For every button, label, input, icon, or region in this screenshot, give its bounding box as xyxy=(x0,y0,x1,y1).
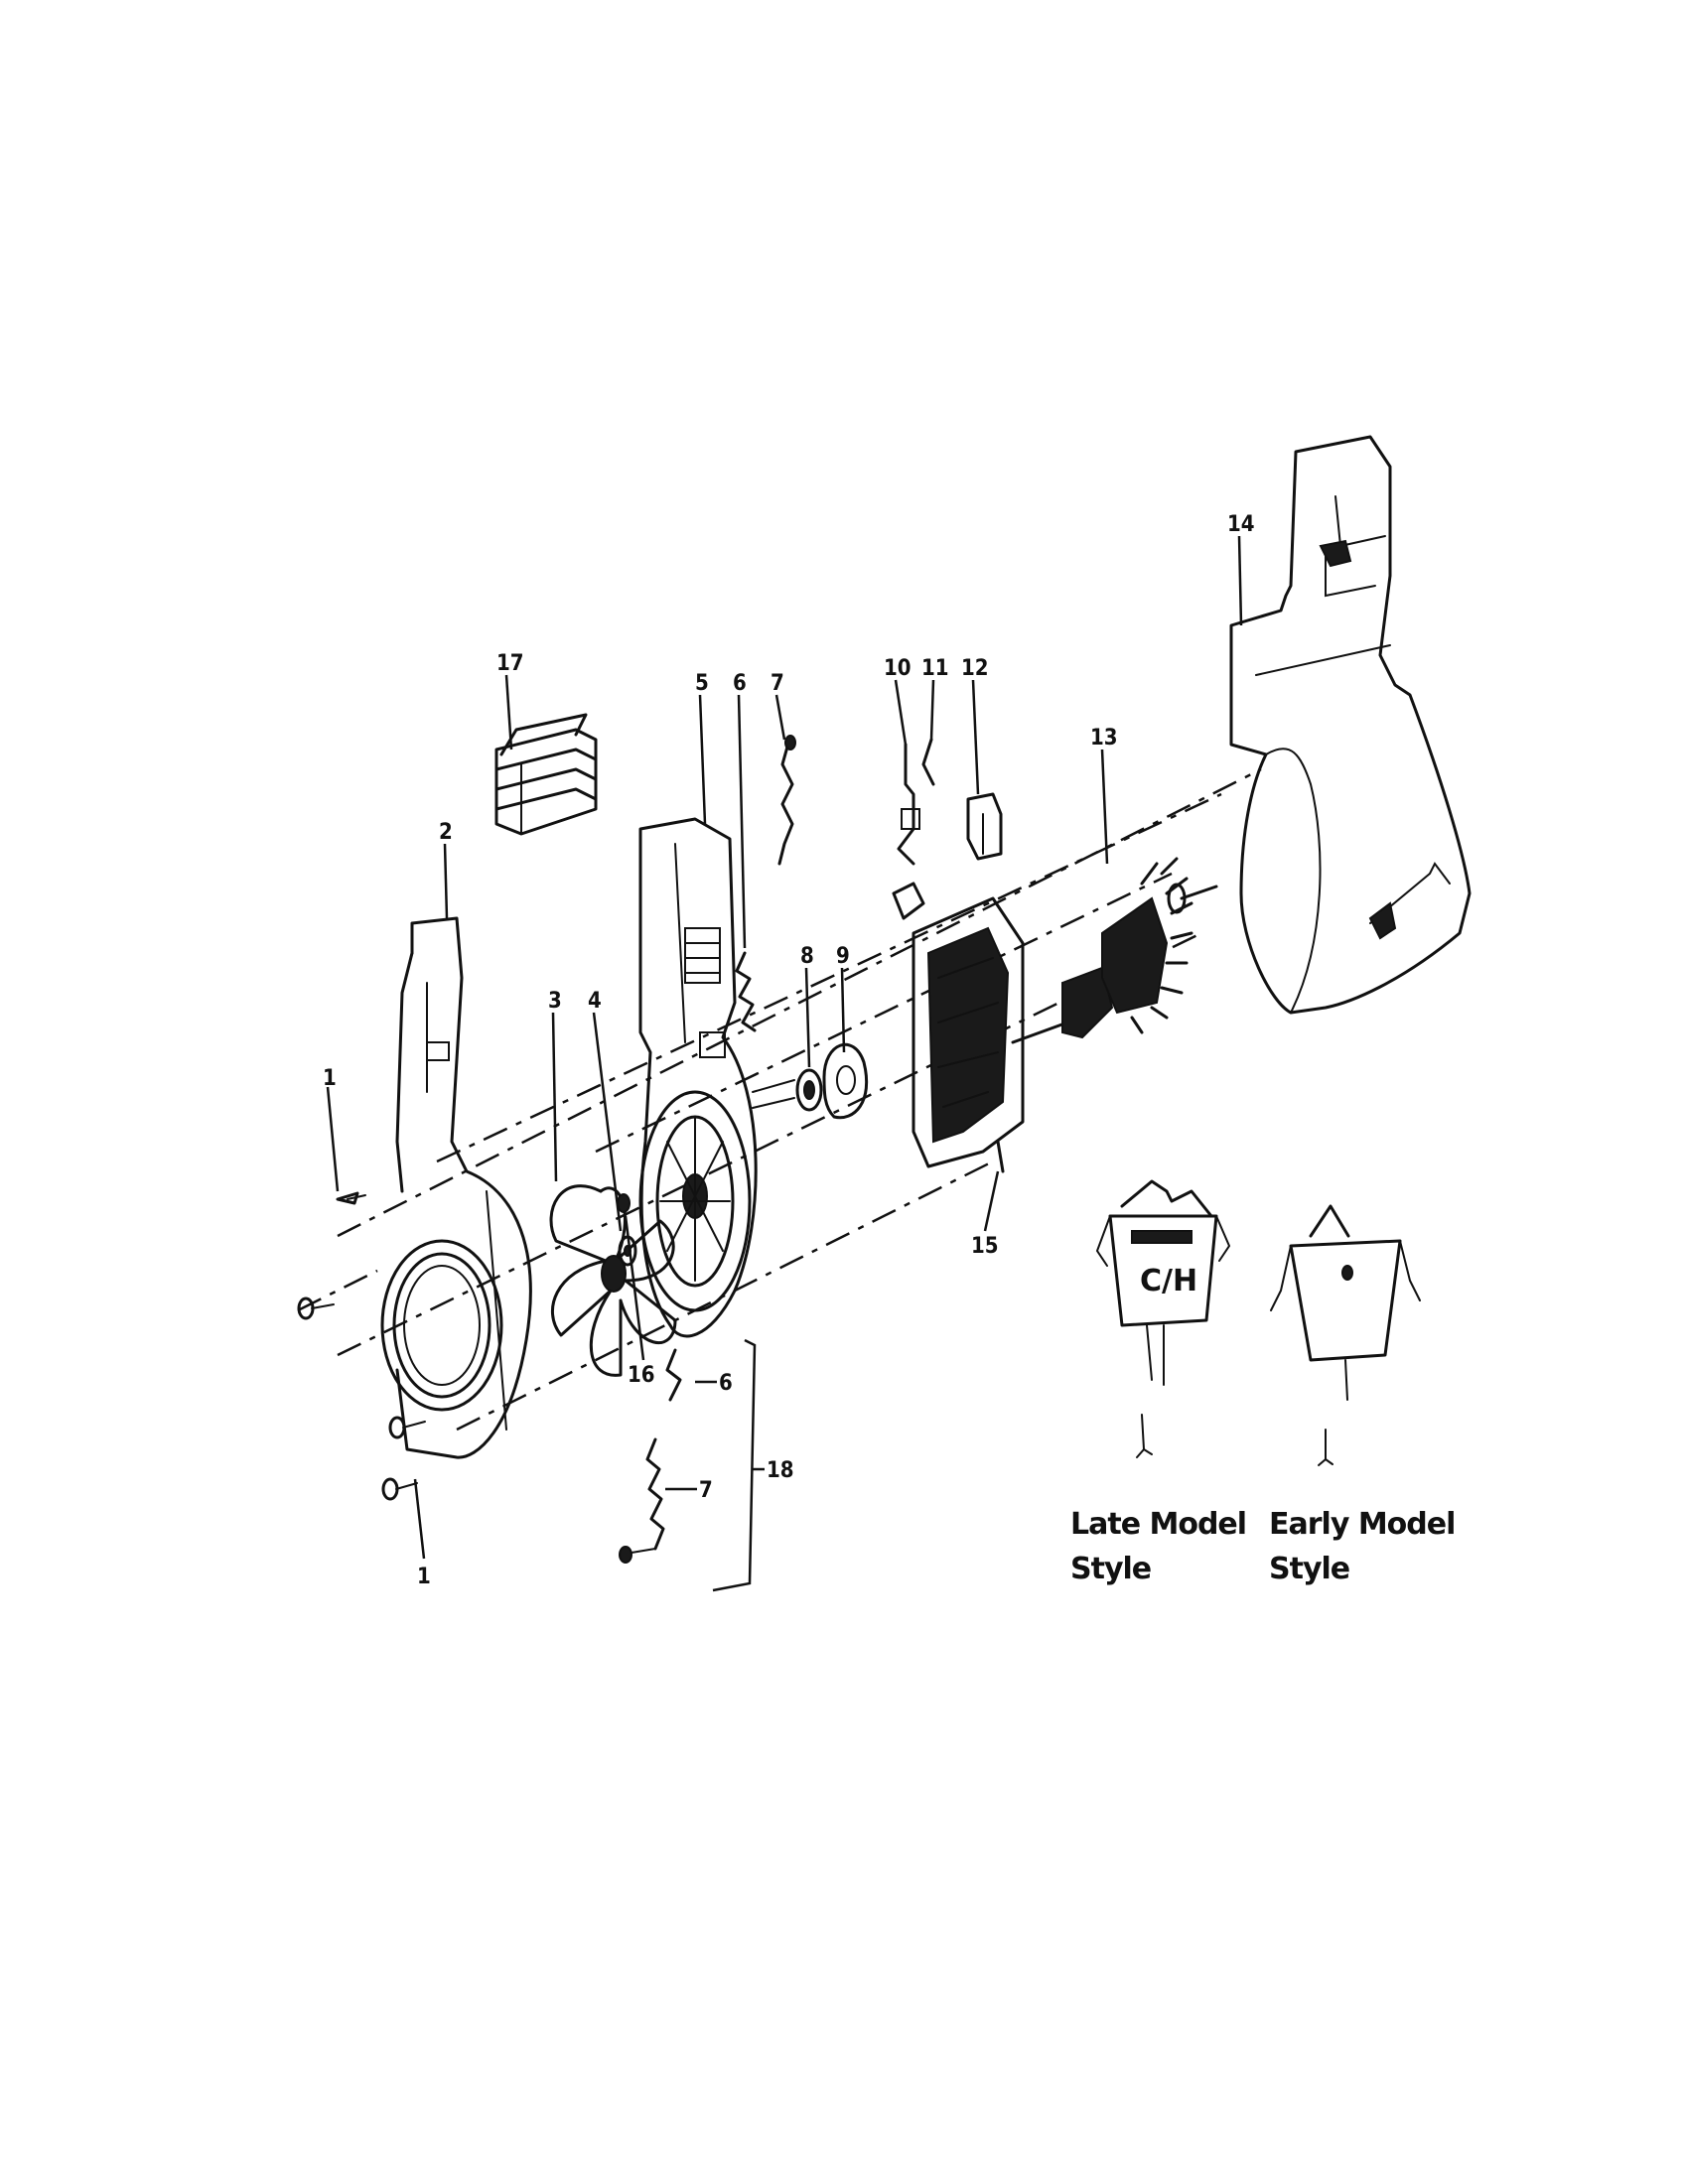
callout-7-bottom: 7 xyxy=(699,1478,713,1503)
callout-3: 3 xyxy=(548,989,562,1014)
callout-6-bottom: 6 xyxy=(719,1371,733,1396)
part-armature xyxy=(1011,857,1218,1044)
part-gasket xyxy=(822,1042,869,1120)
callout-2: 2 xyxy=(439,820,453,845)
callout-1-top: 1 xyxy=(323,1066,337,1091)
part-filter-stack xyxy=(494,713,598,836)
callout-15: 15 xyxy=(971,1234,999,1259)
callout-12: 12 xyxy=(961,656,989,681)
late-model-switch: C/H xyxy=(1095,1179,1231,1458)
late-switch-mark: C/H xyxy=(1140,1264,1197,1298)
early-model-label-line2: Style xyxy=(1269,1552,1349,1586)
callout-11: 11 xyxy=(921,656,949,681)
callout-14: 14 xyxy=(1227,512,1255,537)
part-mounting-plate xyxy=(638,817,758,1338)
callout-8: 8 xyxy=(800,944,814,969)
callout-18: 18 xyxy=(767,1458,794,1483)
callout-7-top: 7 xyxy=(771,671,784,696)
early-model-switch xyxy=(1270,1204,1421,1466)
early-model-label-line1: Early Model xyxy=(1269,1507,1455,1542)
callout-1-bottom: 1 xyxy=(417,1565,431,1589)
late-model-label-line1: Late Model xyxy=(1070,1507,1246,1542)
callout-10: 10 xyxy=(884,656,912,681)
part-brush-block xyxy=(966,792,1003,861)
callout-5: 5 xyxy=(695,671,709,696)
part-bearing xyxy=(752,1068,823,1112)
callout-4: 4 xyxy=(588,989,602,1014)
part-field-stator xyxy=(912,896,1025,1173)
part-springs-top xyxy=(735,735,796,1032)
callout-17: 17 xyxy=(496,651,524,676)
part-brush-holders xyxy=(892,738,935,920)
callout-6-top: 6 xyxy=(733,671,747,696)
callout-9: 9 xyxy=(836,944,850,969)
part-fan-housing xyxy=(380,916,532,1459)
part-springs-kit xyxy=(619,1348,682,1564)
assembly-axis-lines xyxy=(297,767,1262,1432)
switch-style-labels: Late Model Style Early Model Style xyxy=(1070,1507,1456,1586)
callout-numbers: 1 1 2 3 4 5 6 7 8 9 10 11 12 13 14 15 16… xyxy=(323,512,1255,1589)
callout-13: 13 xyxy=(1090,726,1118,751)
callout-16: 16 xyxy=(628,1363,655,1388)
part-motor-housing xyxy=(1229,435,1472,1015)
late-model-label-line2: Style xyxy=(1070,1552,1151,1586)
callout-leader-lines xyxy=(326,535,1243,1592)
part-clip xyxy=(617,1193,631,1213)
